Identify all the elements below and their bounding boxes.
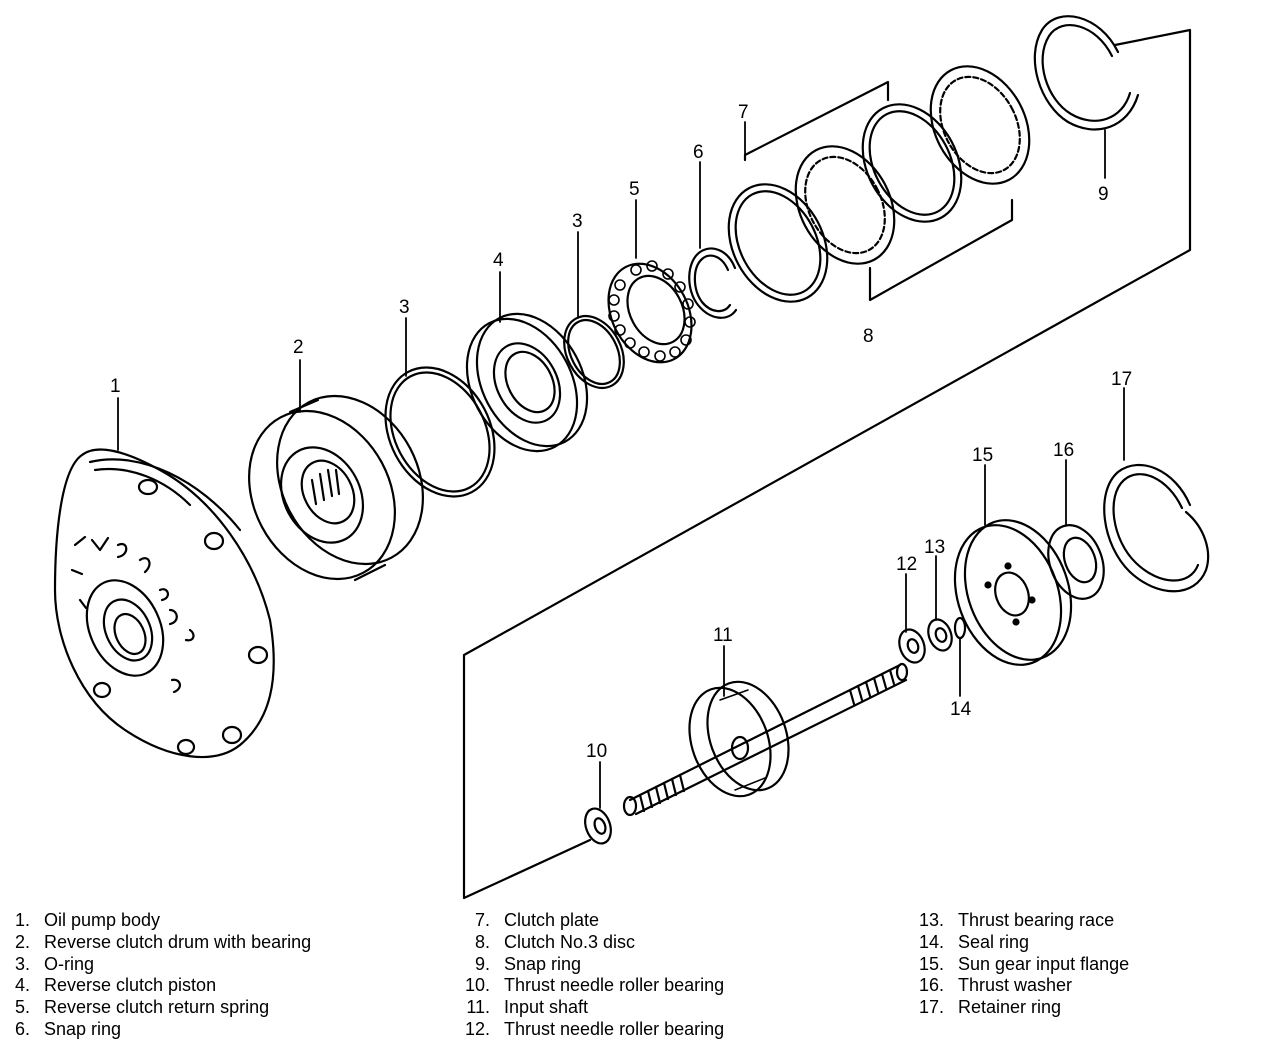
legend-label: Retainer ring — [958, 997, 1062, 1018]
callout-5: 5 — [629, 179, 640, 200]
callout-2: 2 — [293, 337, 304, 358]
callout-16: 16 — [1053, 440, 1074, 461]
legend-label: Input shaft — [504, 997, 589, 1018]
legend-item: 5. Reverse clutch return spring — [0, 997, 311, 1019]
callout-8: 8 — [863, 326, 874, 347]
legend-number: 16. — [918, 975, 944, 996]
legend-column-3: 13. Thrust bearing race 14. Seal ring 15. S… — [908, 910, 1129, 1019]
legend-label: O-ring — [44, 953, 95, 974]
callout-17: 17 — [1111, 369, 1132, 390]
legend-item: 6. Snap ring — [0, 1019, 311, 1041]
legend-label: Snap ring — [44, 1018, 122, 1039]
legend-number: 5. — [14, 997, 30, 1018]
callout-3a: 3 — [399, 297, 410, 318]
callout-12: 12 — [896, 554, 917, 575]
legend-item: 8. Clutch No.3 disc — [454, 932, 724, 954]
legend-item: 7. Clutch plate — [454, 910, 724, 932]
legend-label: Clutch plate — [504, 910, 600, 930]
legend-number: 12. — [464, 1018, 490, 1039]
legend-item: 9. Snap ring — [454, 954, 724, 976]
reverse-clutch-return-spring — [607, 260, 696, 364]
legend-label: Thrust washer — [958, 975, 1073, 996]
legend-item: 17. Retainer ring — [908, 997, 1129, 1019]
input-shaft — [622, 662, 909, 817]
callout-1: 1 — [110, 376, 121, 397]
callout-10: 10 — [586, 741, 607, 762]
callout-13: 13 — [924, 537, 945, 558]
legend-label: Snap ring — [504, 953, 582, 974]
legend-column-1: 1. Oil pump body 2. Reverse clutch drum wi… — [0, 910, 311, 1041]
legend-number: 14. — [918, 931, 944, 952]
legend-item: 12. Thrust needle roller bearing — [454, 1019, 724, 1041]
callout-7: 7 — [738, 102, 749, 123]
legend-label: Clutch No.3 disc — [504, 931, 636, 952]
leader-lines — [117, 121, 1125, 809]
legend-number: 13. — [918, 910, 944, 930]
seal-ring — [953, 616, 967, 640]
legend-item: 13. Thrust bearing race — [908, 910, 1129, 932]
legend-number: 15. — [918, 953, 944, 974]
callout-9: 9 — [1098, 184, 1109, 205]
callout-3b: 3 — [572, 211, 583, 232]
callout-6: 6 — [693, 142, 704, 163]
legend-item: 2. Reverse clutch drum with bearing — [0, 932, 311, 954]
clutch-plate-2 — [861, 103, 963, 223]
thrust-bearing-race — [927, 618, 953, 652]
legend-number: 10. — [464, 975, 490, 996]
snap-ring-small — [688, 247, 738, 319]
legend-number: 3. — [14, 953, 30, 974]
legend-number: 2. — [14, 931, 30, 952]
reverse-clutch-drum — [248, 394, 424, 582]
legend-label: Thrust needle roller bearing — [504, 975, 725, 996]
thrust-washer — [1047, 524, 1105, 600]
snap-ring-large — [1033, 15, 1140, 131]
legend-item: 10. Thrust needle roller bearing — [454, 975, 724, 997]
group-bracket-lines — [462, 28, 1192, 900]
legend-item: 14. Seal ring — [908, 932, 1129, 954]
legend-number: 6. — [14, 1018, 30, 1039]
transmission-exploded-view: 1 2 3 4 3 5 6 7 8 9 10 11 12 13 14 15 16… — [53, 15, 1210, 900]
legend-number: 1. — [14, 910, 30, 930]
callout-15: 15 — [972, 445, 993, 466]
thrust-needle-roller-bearing-10 — [584, 807, 612, 845]
legend-number: 17. — [918, 997, 944, 1018]
legend-label: Oil pump body — [44, 910, 161, 930]
callout-4: 4 — [493, 250, 504, 271]
callout-numbers: 1 2 3 4 3 5 6 7 8 9 10 11 12 13 14 15 16… — [110, 102, 1132, 762]
callout-14: 14 — [950, 699, 972, 720]
legend-label: Thrust bearing race — [958, 910, 1115, 930]
legend-item: 4. Reverse clutch piston — [0, 975, 311, 997]
legend-number: 9. — [474, 953, 490, 974]
clutch-plate-1 — [727, 183, 829, 303]
legend-number: 8. — [474, 931, 490, 952]
legend-item: 15. Sun gear input flange — [908, 954, 1129, 976]
callout-11: 11 — [713, 625, 733, 646]
legend-label: Thrust needle roller bearing — [504, 1018, 725, 1039]
legend-number: 7. — [474, 910, 490, 930]
retainer-ring — [1103, 463, 1210, 593]
o-ring-small — [563, 315, 625, 389]
legend-item: 11. Input shaft — [454, 997, 724, 1019]
legend-label: Reverse clutch drum with bearing — [44, 931, 312, 952]
legend-column-2: 7. Clutch plate 8. Clutch No.3 disc 9. Snap… — [454, 910, 724, 1041]
clutch-disc-1 — [794, 145, 896, 265]
legend-item: 3. O-ring — [0, 954, 311, 976]
oil-pump-body — [53, 448, 275, 759]
legend-number: 4. — [14, 975, 30, 996]
clutch-disc-2 — [929, 65, 1031, 185]
legend-label: Sun gear input flange — [958, 953, 1130, 974]
legend-label: Reverse clutch return spring — [44, 997, 270, 1018]
legend-item: 16. Thrust washer — [908, 975, 1129, 997]
thrust-needle-roller-bearing-12 — [898, 628, 926, 664]
legend-label: Seal ring — [958, 931, 1030, 952]
legend-label: Reverse clutch piston — [44, 975, 217, 996]
reverse-clutch-piston — [465, 312, 589, 453]
legend-number: 11. — [466, 997, 490, 1018]
legend-item: 1. Oil pump body — [0, 910, 311, 932]
